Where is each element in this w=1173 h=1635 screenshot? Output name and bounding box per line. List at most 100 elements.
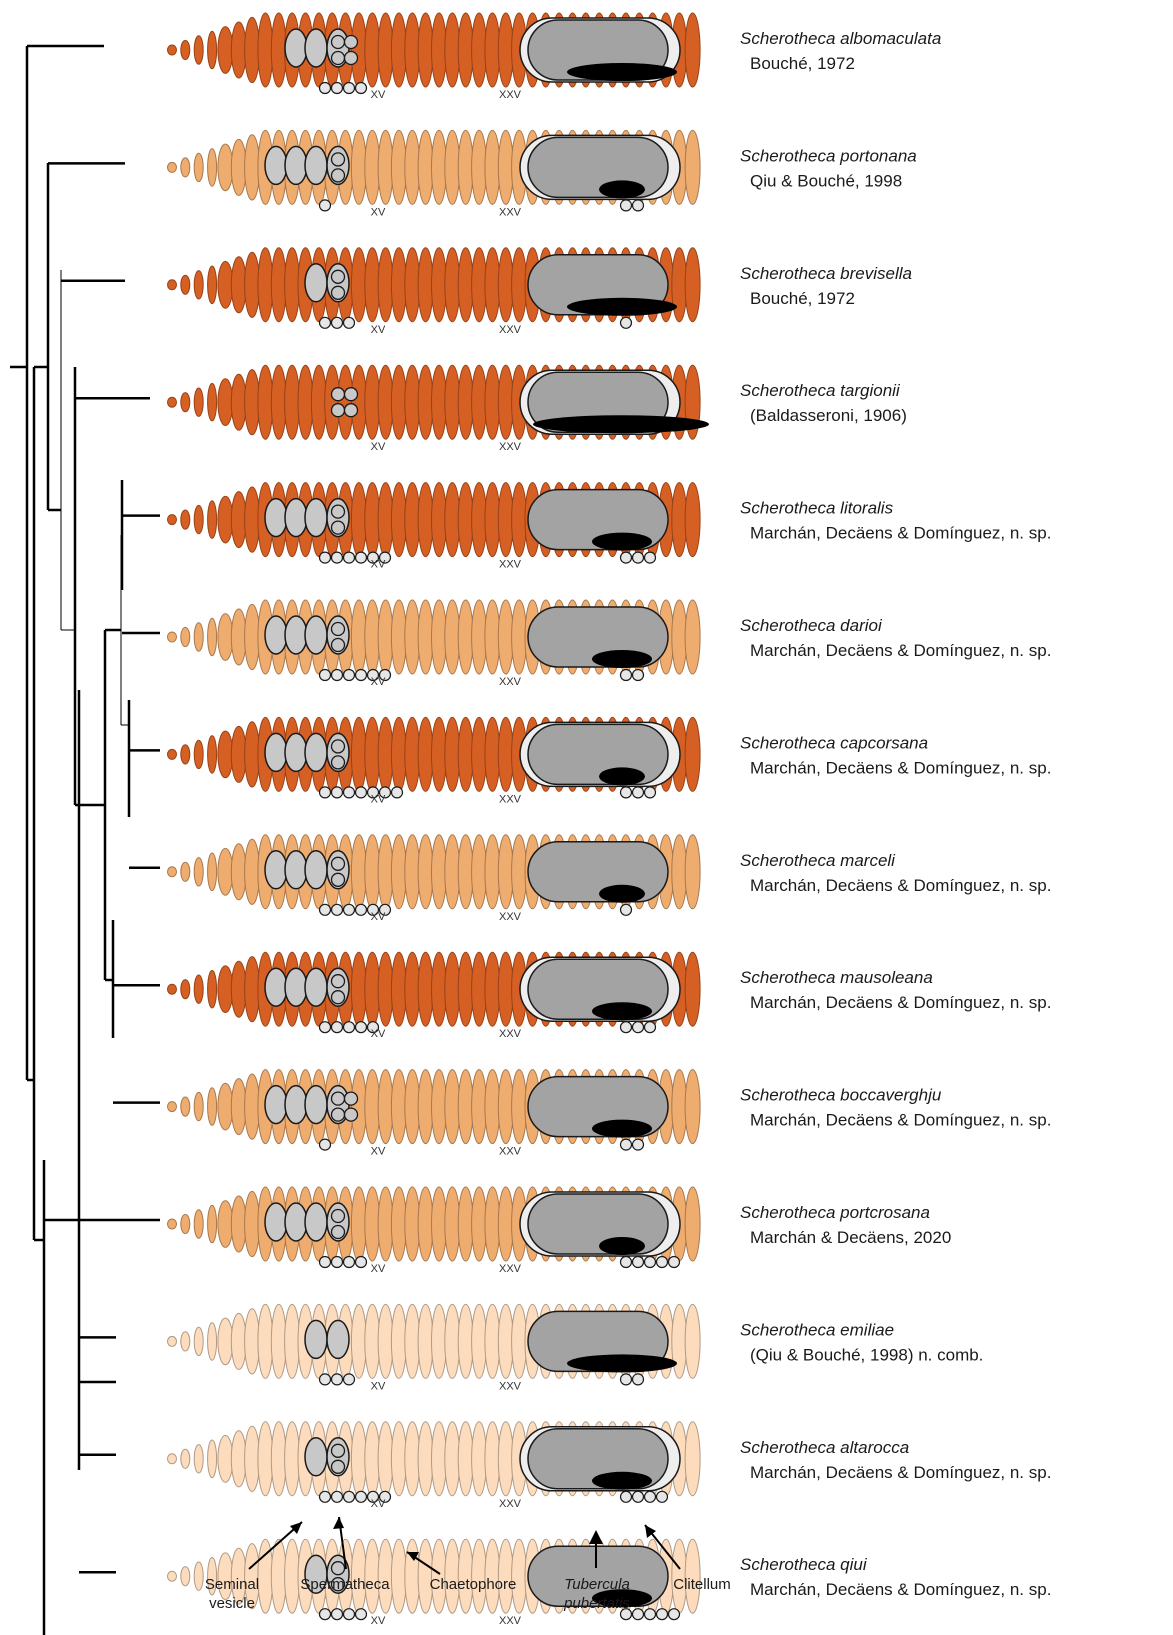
worm-segment	[457, 12, 474, 88]
chaetophore	[631, 1021, 645, 1034]
worm-segment	[244, 1308, 261, 1375]
worm-segment	[431, 247, 447, 323]
species-name: Scherotheca capcorsana	[740, 733, 928, 752]
worm-segment	[377, 364, 394, 440]
worm-segment	[193, 152, 204, 183]
worm-segment	[511, 834, 528, 910]
segment-label-xv: XV	[371, 324, 386, 336]
chaetophore	[342, 1021, 356, 1034]
segment-label-xxv: XXV	[499, 1380, 522, 1392]
worm-segment	[364, 599, 381, 675]
chaetophore	[631, 1255, 645, 1269]
worm-segment	[244, 603, 261, 671]
worm-segment	[217, 260, 234, 309]
worm-segment	[404, 834, 421, 910]
chaetophore	[354, 551, 368, 564]
species-authority: Marchán, Decäens & Domínguez, n. sp.	[750, 1580, 1051, 1599]
seminal-vesicle	[264, 1202, 288, 1242]
worm-segment	[471, 1303, 488, 1379]
tubercula-pubertatis	[599, 180, 645, 199]
worm-segment	[471, 834, 488, 910]
worm-segment	[244, 16, 261, 84]
worm-segment	[417, 12, 434, 88]
chaetophore	[318, 1373, 332, 1386]
worm-segment	[484, 1186, 501, 1262]
species-authority: (Qiu & Bouché, 1998) n. comb.	[750, 1345, 983, 1364]
chaetophore	[619, 903, 633, 916]
chaetophore	[342, 551, 356, 564]
spermatheca	[343, 387, 359, 402]
worm-segment	[511, 247, 528, 323]
spermatheca	[330, 1561, 346, 1576]
chaetophore	[330, 316, 344, 329]
worm-segment	[431, 951, 447, 1027]
chaetophore	[619, 1021, 633, 1034]
worm-segment	[193, 387, 204, 417]
worm-segment	[471, 716, 488, 792]
worm-segment	[217, 495, 234, 544]
chaetophore	[330, 1608, 344, 1621]
chaetophore	[643, 551, 657, 564]
seminal-vesicle	[304, 28, 328, 68]
chaetophore	[354, 1490, 368, 1503]
worm-segment	[377, 1421, 394, 1497]
worm-segment	[244, 1073, 261, 1140]
arrowhead-spermatheca	[333, 1517, 344, 1529]
worm-segment	[207, 265, 218, 305]
worm-segment	[484, 1421, 501, 1497]
species-name: Scherotheca targionii	[740, 381, 901, 400]
worm-segment	[207, 382, 218, 422]
worm-segment	[230, 843, 247, 901]
worm-segment	[484, 247, 501, 323]
worm-segment	[350, 12, 367, 88]
worm-segment	[193, 504, 204, 535]
species-name: Scherotheca brevisella	[740, 264, 912, 283]
worm-segment	[217, 847, 234, 896]
worm-segment	[471, 1421, 488, 1497]
spermatheca	[343, 403, 359, 418]
spermatheca	[330, 974, 346, 989]
tubercula-pubertatis	[592, 532, 652, 551]
chaetophore	[342, 1373, 356, 1386]
worm-segment	[471, 482, 488, 558]
worm-segment	[217, 378, 234, 427]
worm-segment	[364, 482, 381, 558]
spermatheca	[330, 520, 346, 535]
worm-segment	[457, 599, 474, 675]
worm-segment	[417, 482, 434, 558]
segment-label-xxv: XXV	[499, 676, 522, 688]
spermatheca	[343, 34, 359, 50]
tubercula-pubertatis	[533, 415, 709, 434]
worm-segment	[457, 364, 474, 440]
chaetophore	[643, 1490, 657, 1503]
worm-segment	[390, 1538, 407, 1614]
chaetophore	[619, 668, 633, 682]
worm-segment	[390, 1303, 407, 1379]
chaetophore	[354, 903, 368, 916]
worm-segment	[377, 247, 394, 323]
worm-segment	[257, 12, 274, 88]
worm-segment	[180, 157, 191, 178]
worm-segment	[217, 143, 234, 192]
seminal-vesicle	[284, 732, 308, 773]
worm-segment	[167, 279, 177, 291]
species-authority: Bouché, 1972	[750, 54, 855, 73]
worm-segment	[244, 956, 261, 1023]
worm-segment	[404, 482, 421, 558]
worm-segment	[377, 716, 394, 792]
worm-segment	[350, 247, 367, 323]
worm-segment	[444, 247, 461, 323]
chaetophore	[342, 1255, 356, 1269]
worm-segment	[217, 965, 234, 1014]
chaetophore	[318, 1021, 332, 1034]
worm-segment	[684, 1069, 701, 1145]
seminal-vesicle	[304, 615, 328, 655]
worm-segment	[484, 129, 501, 205]
seminal-vesicle	[284, 1084, 308, 1125]
seminal-vesicle	[304, 263, 328, 303]
tubercula-pubertatis	[592, 1471, 652, 1490]
